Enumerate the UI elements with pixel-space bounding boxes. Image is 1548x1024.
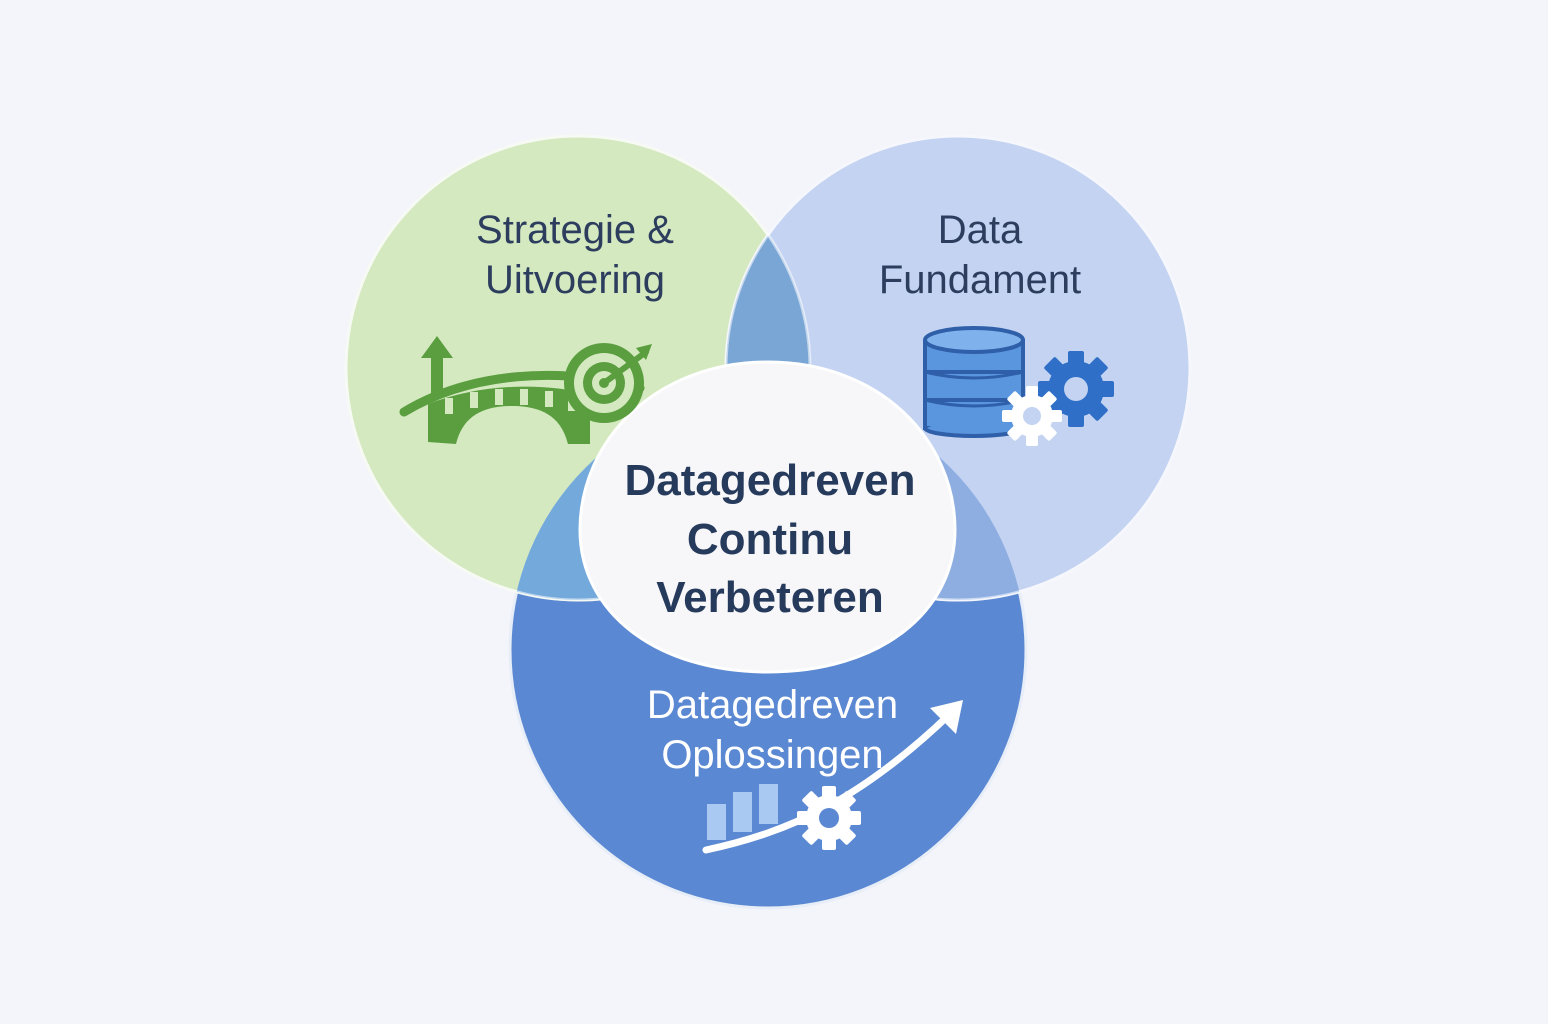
center-title-line-3: Verbeteren [656,573,884,623]
data-title-line-2: Fundament [878,258,1082,302]
data-title: Data Fundament [815,205,1145,305]
center-title-line-2: Continu [686,514,854,564]
data-title-line-1: Data [937,208,1023,252]
strategy-title-line-2: Uitvoering [484,258,666,302]
database-gears-icon [923,326,1114,446]
solutions-title: Datagedreven Oplossingen [600,680,945,780]
center-area [578,360,957,674]
center-title-line-1: Datagedreven [624,456,916,505]
center-title: Datagedreven Continu Verbeteren [590,452,950,628]
growth-chart-gear-icon [702,700,963,854]
bridge-target-icon [399,336,652,444]
strategy-title: Strategie & Uitvoering [405,205,745,305]
strategy-title-line-1: Strategie & [476,208,674,252]
solutions-title-line-1: Datagedreven [646,683,899,727]
solutions-title-line-2: Oplossingen [661,733,884,777]
